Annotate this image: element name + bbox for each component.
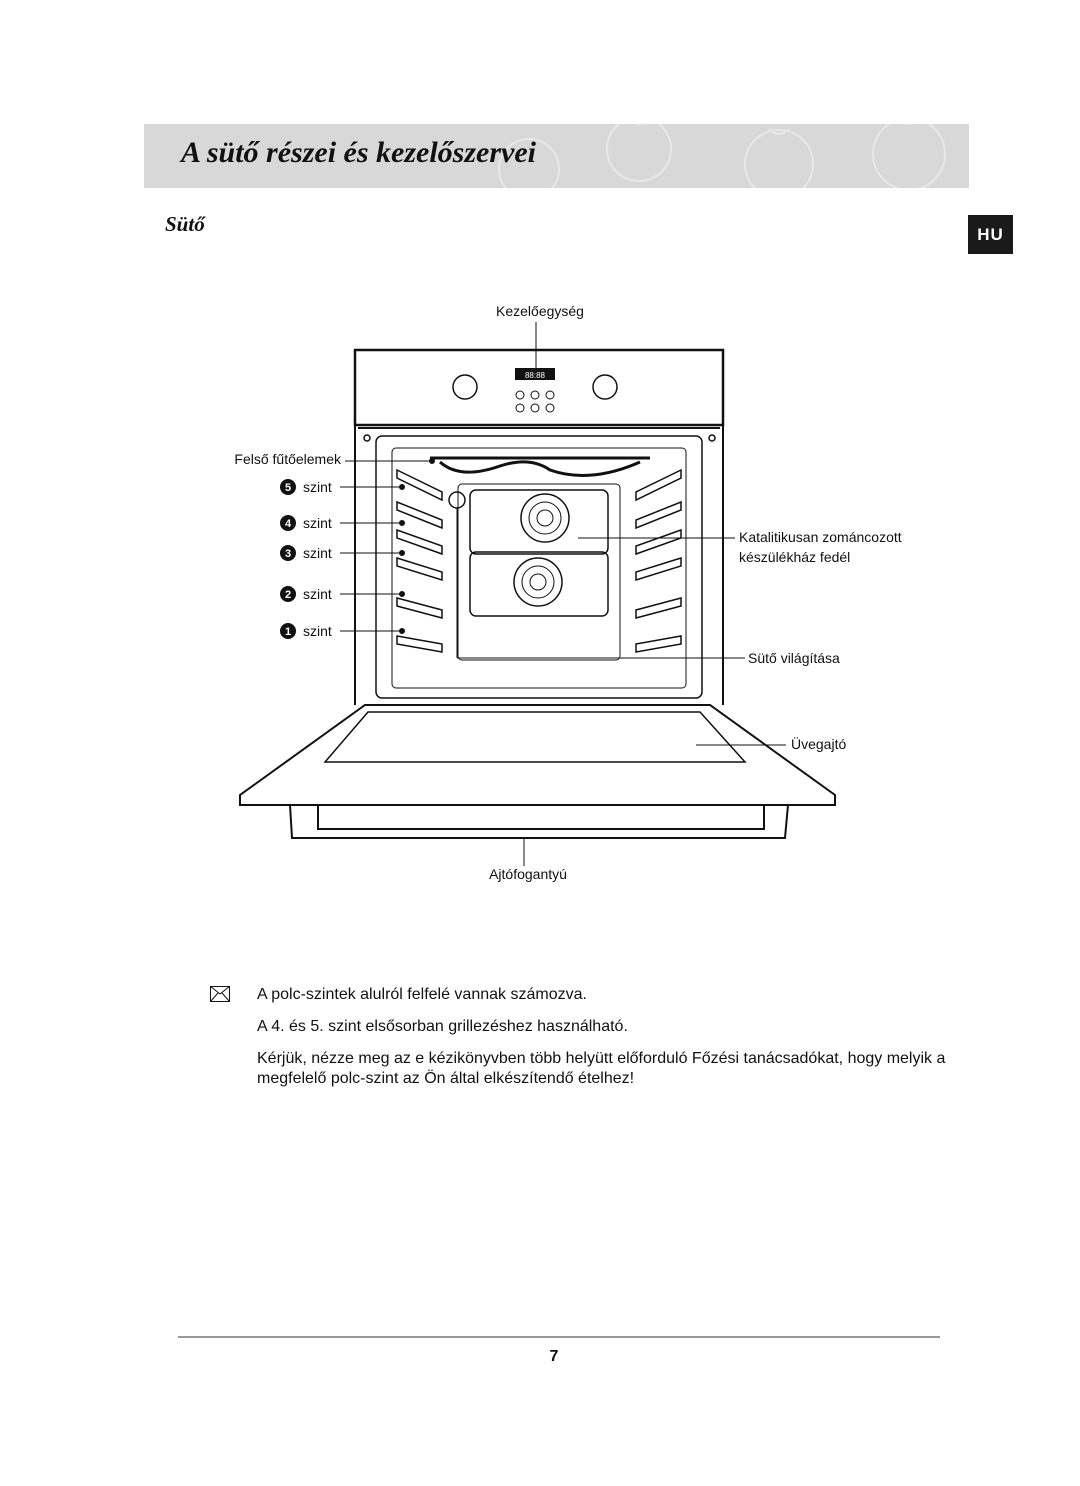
lower-fan — [513, 557, 563, 607]
label-door-handle: Ajtófogantyú — [489, 866, 567, 882]
lower-fan-housing — [469, 551, 609, 617]
label-oven-light: Sütő világítása — [748, 650, 840, 666]
svg-text:szint: szint — [303, 586, 332, 602]
label-top-heating: Felső fűtőelemek — [234, 451, 342, 467]
right-screw — [708, 434, 716, 442]
note-paragraph-2: A 4. és 5. szint elsősorban grillezéshez… — [257, 1018, 628, 1035]
section-title: Sütő — [165, 212, 205, 236]
label-catalytic-2: készülékház fedél — [739, 549, 850, 565]
notes-block: A polc-szintek alulról felfelé vannak sz… — [210, 985, 950, 1101]
svg-text:szint: szint — [303, 515, 332, 531]
door-glass — [323, 711, 747, 763]
control-knob-right — [592, 374, 618, 400]
control-buttons — [515, 390, 555, 413]
oven-cavity-frame — [375, 435, 703, 699]
page-title: A sütő részei és kezelőszervei — [181, 136, 536, 169]
tomato-watermark-decoration — [498, 124, 946, 188]
svg-text:3: 3 — [285, 548, 291, 560]
svg-text:szint: szint — [303, 545, 332, 561]
svg-text:88:88: 88:88 — [525, 371, 546, 380]
svg-text:5: 5 — [285, 482, 291, 494]
level-1: 1 szint — [280, 623, 332, 639]
left-shelf-supports — [396, 468, 443, 653]
page-number: 7 — [549, 1348, 559, 1365]
left-screw — [363, 434, 371, 442]
top-heating-element — [430, 456, 650, 477]
svg-text:2: 2 — [285, 589, 291, 601]
label-catalytic-1: Katalitikusan zománcozott — [739, 529, 902, 545]
level-5: 5 szint — [280, 479, 332, 495]
oven-light — [448, 491, 466, 509]
oven-door — [239, 704, 836, 806]
right-shelf-supports — [635, 468, 682, 653]
display-panel: 88:88 — [515, 368, 555, 380]
control-panel — [353, 348, 725, 427]
svg-text:4: 4 — [285, 518, 292, 530]
oven-cavity-inner — [391, 447, 687, 689]
svg-text:1: 1 — [285, 626, 291, 638]
catalytic-back-panel — [457, 483, 621, 661]
svg-text:szint: szint — [303, 623, 332, 639]
note-icon — [210, 986, 230, 1002]
level-2: 2 szint — [280, 586, 332, 602]
control-knob-left — [452, 374, 478, 400]
oven-diagram: 88:88 Kezelőegység Felső fűtőelemek 5 sz… — [234, 303, 902, 882]
level-4: 4 szint — [280, 515, 332, 531]
oven-body — [354, 425, 724, 705]
upper-fan — [520, 493, 570, 543]
footer-divider — [178, 1336, 940, 1338]
level-3: 3 szint — [280, 545, 332, 561]
label-glass-door: Üvegajtó — [791, 735, 846, 752]
title-bar: A sütő részei és kezelőszervei — [144, 124, 969, 188]
svg-text:szint: szint — [303, 479, 332, 495]
note-paragraph-1: A polc-szintek alulról felfelé vannak sz… — [257, 986, 587, 1003]
label-control-unit: Kezelőegység — [496, 303, 584, 319]
upper-fan-housing — [469, 489, 609, 555]
note-paragraph-3: Kérjük, nézze meg az e kézikönyvben több… — [257, 1050, 946, 1087]
door-handle — [317, 804, 765, 830]
language-badge: HU — [968, 215, 1013, 254]
